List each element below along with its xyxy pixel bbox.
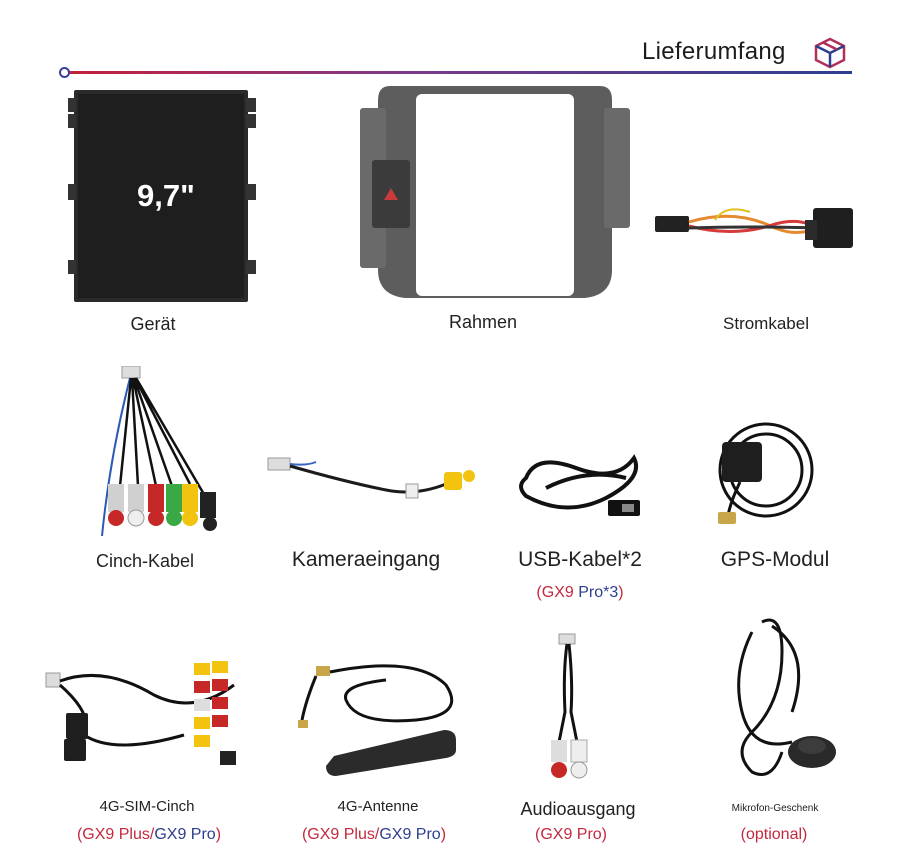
caption-kamera: Kameraeingang [291,548,441,571]
sim-cinch-image [44,655,254,775]
power-cable-image [655,198,860,258]
audio-variant-note: (GX9 Pro) [534,826,608,843]
paren-open: ( [301,826,308,843]
screen-size-label: 9,7" [137,178,195,213]
slash: / [149,826,155,843]
variant-plus: GX9 Plus [307,826,375,843]
caption-mikro: Mikrofon-Geschenk [731,803,819,814]
usb-variant-note: (GX9 Pro*3) [536,584,623,602]
camera-cable-image [266,452,481,512]
frame-image [360,80,630,305]
mikro-optional-note: (optional) [740,826,808,843]
caption-antenne: 4G-Antenne [337,798,419,815]
variant-gx9: GX9 [541,584,574,601]
microphone-image [722,612,840,782]
caption-rahmen: Rahmen [448,312,518,332]
antenna-variant-note: (GX9 Plus/GX9 Pro) [302,826,446,844]
caption-cinch: Cinch-Kabel [95,551,195,571]
variant-pro: GX9 Pro [379,826,441,843]
caption-usb: USB-Kabel*2 [518,548,642,571]
variant-pro: Pro*3 [573,584,619,601]
device-image [68,88,260,306]
sim-variant-note: (GX9 Plus/GX9 Pro) [77,826,221,844]
caption-stromkabel: Stromkabel [723,314,809,333]
variant-plus: GX9 Plus [82,826,150,843]
gps-module-image [700,418,830,528]
page-title: Lieferumfang [642,38,786,65]
antenna-image [296,660,471,780]
paren-open: ( [536,584,542,601]
box-icon [810,36,850,70]
paren-close: ) [215,826,222,843]
caption-audio: Audioausgang [520,799,636,819]
header-divider [64,71,852,74]
caption-sim: 4G-SIM-Cinch [99,798,195,815]
slash: / [374,826,380,843]
audio-out-image [545,632,595,782]
cinch-cable-image [100,366,225,541]
caption-geraet: Gerät [130,314,176,334]
variant-pro: GX9 Pro [154,826,216,843]
caption-gps: GPS-Modul [720,548,830,571]
divider-dot [59,67,70,78]
paren-close: ) [440,826,447,843]
usb-cable-image [516,448,646,523]
paren-open: ( [76,826,83,843]
paren-close: ) [618,584,624,601]
